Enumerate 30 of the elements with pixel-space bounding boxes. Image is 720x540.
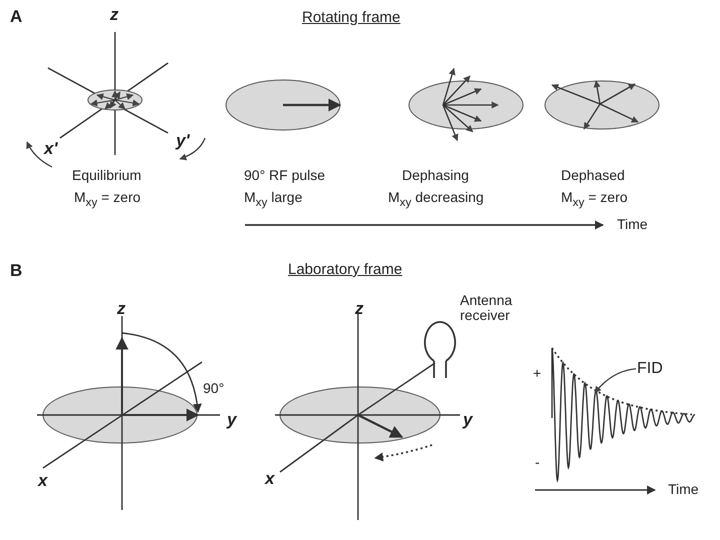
antenna-label: Antenna receiver — [460, 293, 514, 324]
axis-label: y — [227, 411, 236, 430]
polarity-sign: - — [535, 455, 540, 470]
polarity-sign: + — [533, 366, 542, 382]
leader-line — [594, 368, 636, 394]
axis-label: y' — [176, 132, 190, 151]
magnetization-caption: M$_{xy}$ decreasing — [388, 190, 484, 210]
axis-label: Time — [668, 482, 699, 498]
state-caption: Equilibrium — [72, 168, 142, 184]
angle-label: 90° — [203, 381, 224, 396]
state-caption: Dephased — [561, 168, 625, 184]
signal-label: FID — [637, 360, 663, 378]
panel-letter: A — [10, 8, 22, 27]
axis-label: x' — [44, 140, 58, 159]
state-caption: 90° RF pulse — [244, 168, 326, 184]
section-heading: Rotating frame — [302, 10, 400, 26]
section-heading: Laboratory frame — [288, 262, 402, 278]
state-caption: Dephasing — [402, 168, 469, 184]
envelope-curve — [551, 348, 692, 416]
axis-label: z — [355, 300, 364, 319]
axis-label: x — [38, 472, 48, 491]
axis-label: z — [110, 6, 118, 25]
axis-label: z — [117, 300, 126, 319]
axis-label: Time — [617, 217, 648, 232]
axis-label: x — [265, 470, 274, 489]
axis-label: y — [463, 411, 472, 430]
magnetization-caption: M$_{xy}$ large — [244, 190, 302, 210]
magnetization-caption: M$_{xy}$ = zero — [74, 190, 141, 210]
magnetization-caption: M$_{xy}$ = zero — [561, 190, 628, 210]
panel-letter: B — [10, 262, 22, 281]
